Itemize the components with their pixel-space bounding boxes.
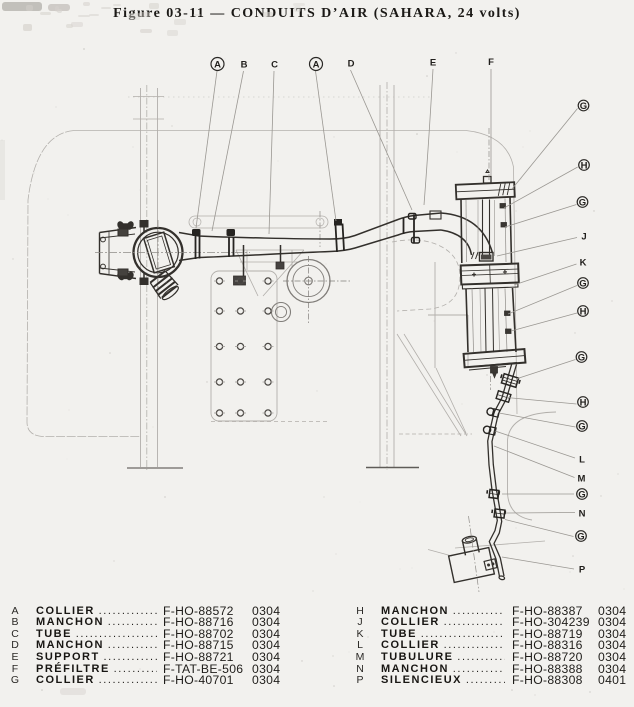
svg-text:G: G: [578, 489, 585, 500]
svg-text:G: G: [580, 101, 587, 112]
svg-text:E: E: [430, 57, 436, 68]
svg-text:F: F: [488, 57, 494, 68]
svg-text:C: C: [271, 59, 278, 70]
svg-text:A: A: [214, 59, 221, 70]
svg-text:D: D: [348, 58, 355, 69]
svg-text:G: G: [578, 421, 585, 432]
svg-text:N: N: [579, 508, 586, 519]
svg-text:G: G: [577, 531, 584, 542]
svg-text:H: H: [580, 306, 587, 317]
svg-text:G: G: [579, 278, 586, 289]
svg-text:K: K: [580, 257, 587, 268]
svg-text:G: G: [578, 352, 585, 363]
svg-text:L: L: [579, 454, 585, 465]
svg-text:J: J: [581, 231, 586, 242]
svg-text:M: M: [578, 473, 586, 484]
svg-text:A: A: [313, 59, 320, 70]
svg-text:P: P: [579, 564, 586, 575]
svg-text:H: H: [580, 397, 587, 408]
svg-text:B: B: [241, 59, 248, 70]
svg-text:H: H: [581, 160, 588, 171]
svg-text:G: G: [579, 197, 586, 208]
